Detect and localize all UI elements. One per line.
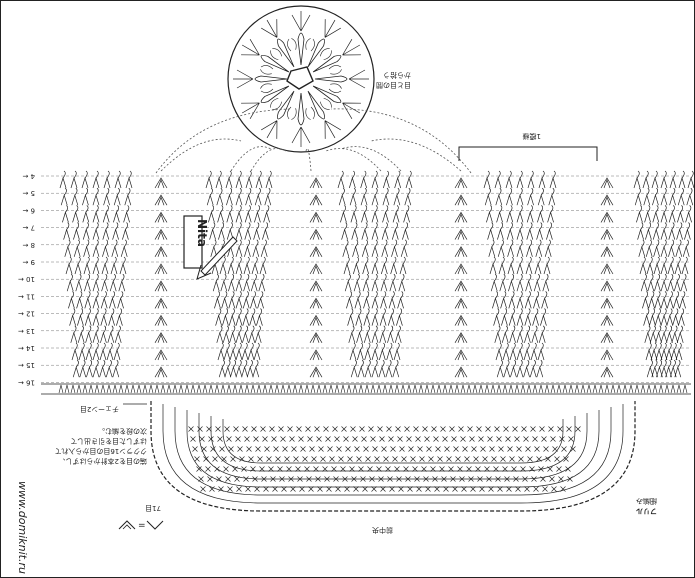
wide-stitch-column bbox=[483, 170, 557, 378]
symbol-equals: = bbox=[138, 521, 146, 531]
motif-petal bbox=[261, 19, 297, 68]
round-motif bbox=[227, 5, 375, 153]
motif-petal bbox=[312, 39, 361, 75]
stitch-columns bbox=[59, 170, 694, 378]
motif-petal bbox=[312, 83, 361, 119]
narrow-stitch-column bbox=[600, 177, 614, 378]
row-number: 14 ← bbox=[18, 344, 35, 352]
motif-petal bbox=[287, 92, 315, 147]
motif-petal bbox=[261, 90, 297, 139]
logo-mark bbox=[183, 215, 238, 280]
wide-stitch-column bbox=[205, 170, 273, 378]
row-number: 6 ← bbox=[22, 206, 35, 214]
motif-petal bbox=[287, 11, 315, 66]
row-numbers: 4 ← 5 ← 6 ← 7 ← 8 ← 9 ← 10 ← 11 ← 12 ← 13 ← 14 ← 15… bbox=[18, 172, 35, 386]
row-number: 4 ← bbox=[22, 172, 35, 180]
wide-stitch-column bbox=[337, 170, 413, 378]
ring-note-line3: はずした目を引き出して bbox=[70, 437, 147, 446]
motif-petal bbox=[305, 19, 341, 68]
repeat-label: 1模様 bbox=[523, 132, 541, 141]
row-number: 15 ← bbox=[18, 361, 35, 369]
row-number: 9 ← bbox=[22, 258, 35, 266]
row-number: 7 ← bbox=[22, 224, 35, 232]
single-crochet-rows bbox=[188, 426, 581, 492]
base-row bbox=[41, 383, 691, 395]
center-front-label: 前中央 bbox=[372, 526, 393, 535]
motif-petal bbox=[314, 65, 369, 93]
row-number: 5 ← bbox=[22, 189, 35, 197]
row-number: 13 ← bbox=[18, 327, 35, 335]
chain-start-label: チェーン2目 bbox=[80, 405, 119, 413]
row-number: 12 ← bbox=[18, 310, 35, 318]
motif-petal bbox=[305, 90, 341, 139]
motif-note-line1: 目と目の間 bbox=[376, 81, 411, 89]
ring-note-line1: 端の目を2本針からはずし、 bbox=[59, 457, 147, 466]
ring-note-line2: ククラン16目の目から入れて bbox=[55, 447, 147, 455]
motif-note-line2: から拾う bbox=[383, 71, 411, 80]
row-number: 8 ← bbox=[22, 241, 35, 249]
row-number: 11 ← bbox=[18, 292, 35, 300]
motif-petal bbox=[241, 39, 290, 75]
watermark: www.domiknit.ru bbox=[16, 481, 29, 574]
connector-lines bbox=[155, 108, 472, 174]
narrow-stitch-column bbox=[454, 177, 468, 378]
row-number: 16 ← bbox=[18, 378, 35, 386]
row-number: 10 ← bbox=[18, 275, 35, 283]
symbol-legend: = bbox=[118, 520, 164, 531]
wide-stitch-column bbox=[633, 170, 694, 378]
logo-text: Nita bbox=[195, 219, 209, 247]
repeat-bracket bbox=[458, 146, 598, 161]
motif-petal bbox=[241, 83, 290, 119]
narrow-stitch-column bbox=[309, 177, 323, 378]
ring-note-line4: 次の段を編む。 bbox=[98, 427, 147, 436]
motif-petal bbox=[233, 65, 288, 93]
narrow-stitch-column bbox=[154, 177, 168, 378]
wide-stitch-column bbox=[59, 170, 133, 378]
frill-label-line1: フリル bbox=[636, 507, 657, 515]
collar-semicircle bbox=[150, 401, 636, 512]
row-guides bbox=[41, 175, 691, 383]
stitch-count-label: 71目 bbox=[145, 504, 161, 512]
frill-label-line2: 細編み bbox=[636, 497, 657, 506]
ring-note: 端の目を2本針からはずし、 ククラン16目の目から入れて はずした目を引き出して… bbox=[55, 427, 147, 466]
